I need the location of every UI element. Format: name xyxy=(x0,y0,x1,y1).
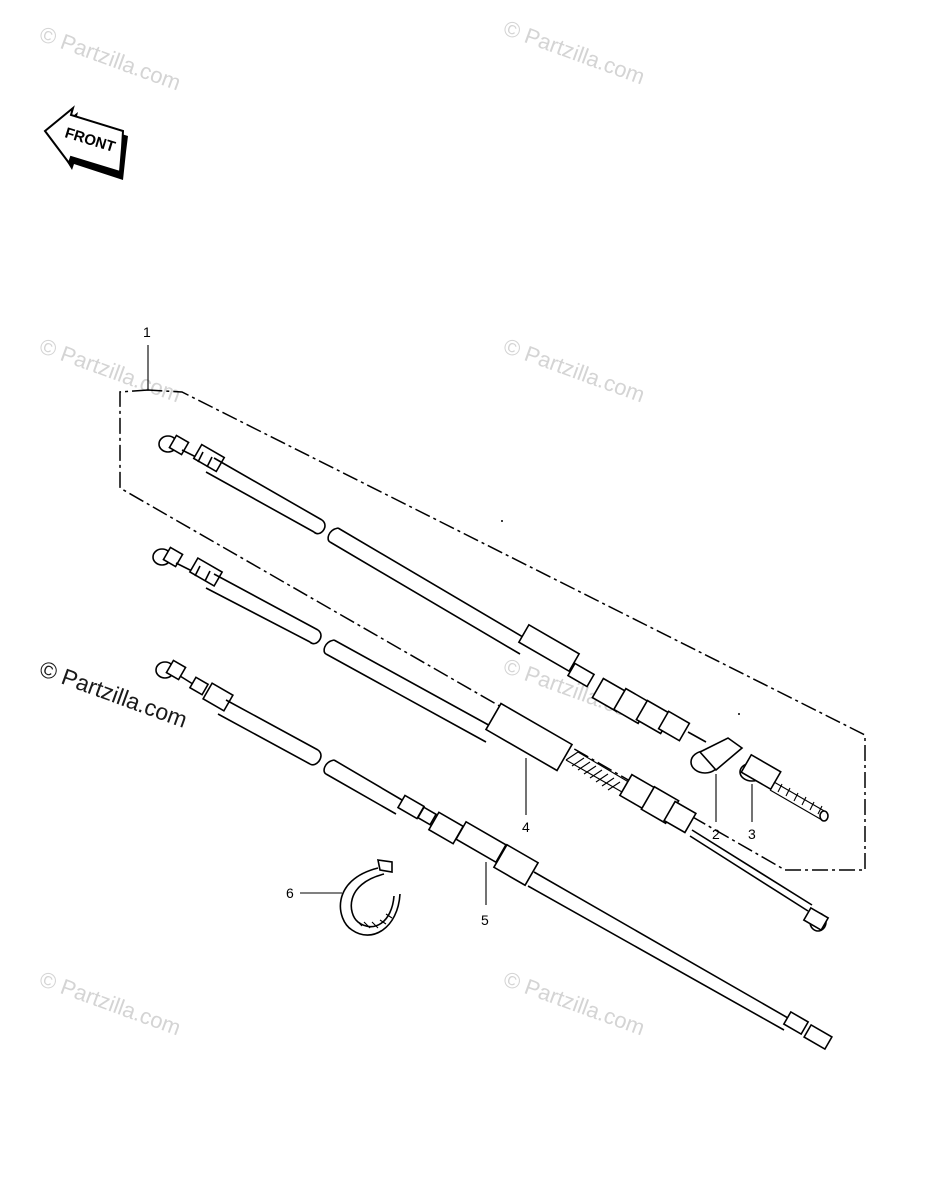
clamp-band xyxy=(339,859,401,936)
callout-4: 4 xyxy=(522,819,530,835)
adjuster-bolt xyxy=(739,753,829,822)
boot-bellows xyxy=(618,773,697,834)
callout-5: 5 xyxy=(481,912,489,928)
adjuster-nut xyxy=(690,737,744,774)
front-arrow-icon: FRONT xyxy=(43,105,128,180)
assembly-boundary xyxy=(119,345,866,871)
watermark: © Partzilla.com xyxy=(500,966,648,1040)
callout-2: 2 xyxy=(712,826,720,842)
watermark: © Partzilla.com xyxy=(500,15,648,89)
watermark: © Partzilla.com xyxy=(36,333,184,407)
throttle-cable-lower xyxy=(152,546,830,932)
clutch-cable xyxy=(155,659,833,1051)
watermark: © Partzilla.com xyxy=(500,333,648,407)
watermark-layer: © Partzilla.com © Partzilla.com © Partzi… xyxy=(36,15,648,1040)
callout-layer: 1 2 3 4 5 6 xyxy=(143,324,756,928)
callout-1: 1 xyxy=(143,324,151,340)
watermark: © Partzilla.com xyxy=(36,966,184,1040)
speck xyxy=(501,520,503,522)
boot-bellows xyxy=(591,677,691,742)
throttle-cable-upper xyxy=(158,434,707,743)
speck xyxy=(738,713,740,715)
watermark: © Partzilla.com xyxy=(36,21,184,95)
spring-coil xyxy=(565,751,633,793)
callout-6: 6 xyxy=(286,885,294,901)
callout-3: 3 xyxy=(748,826,756,842)
